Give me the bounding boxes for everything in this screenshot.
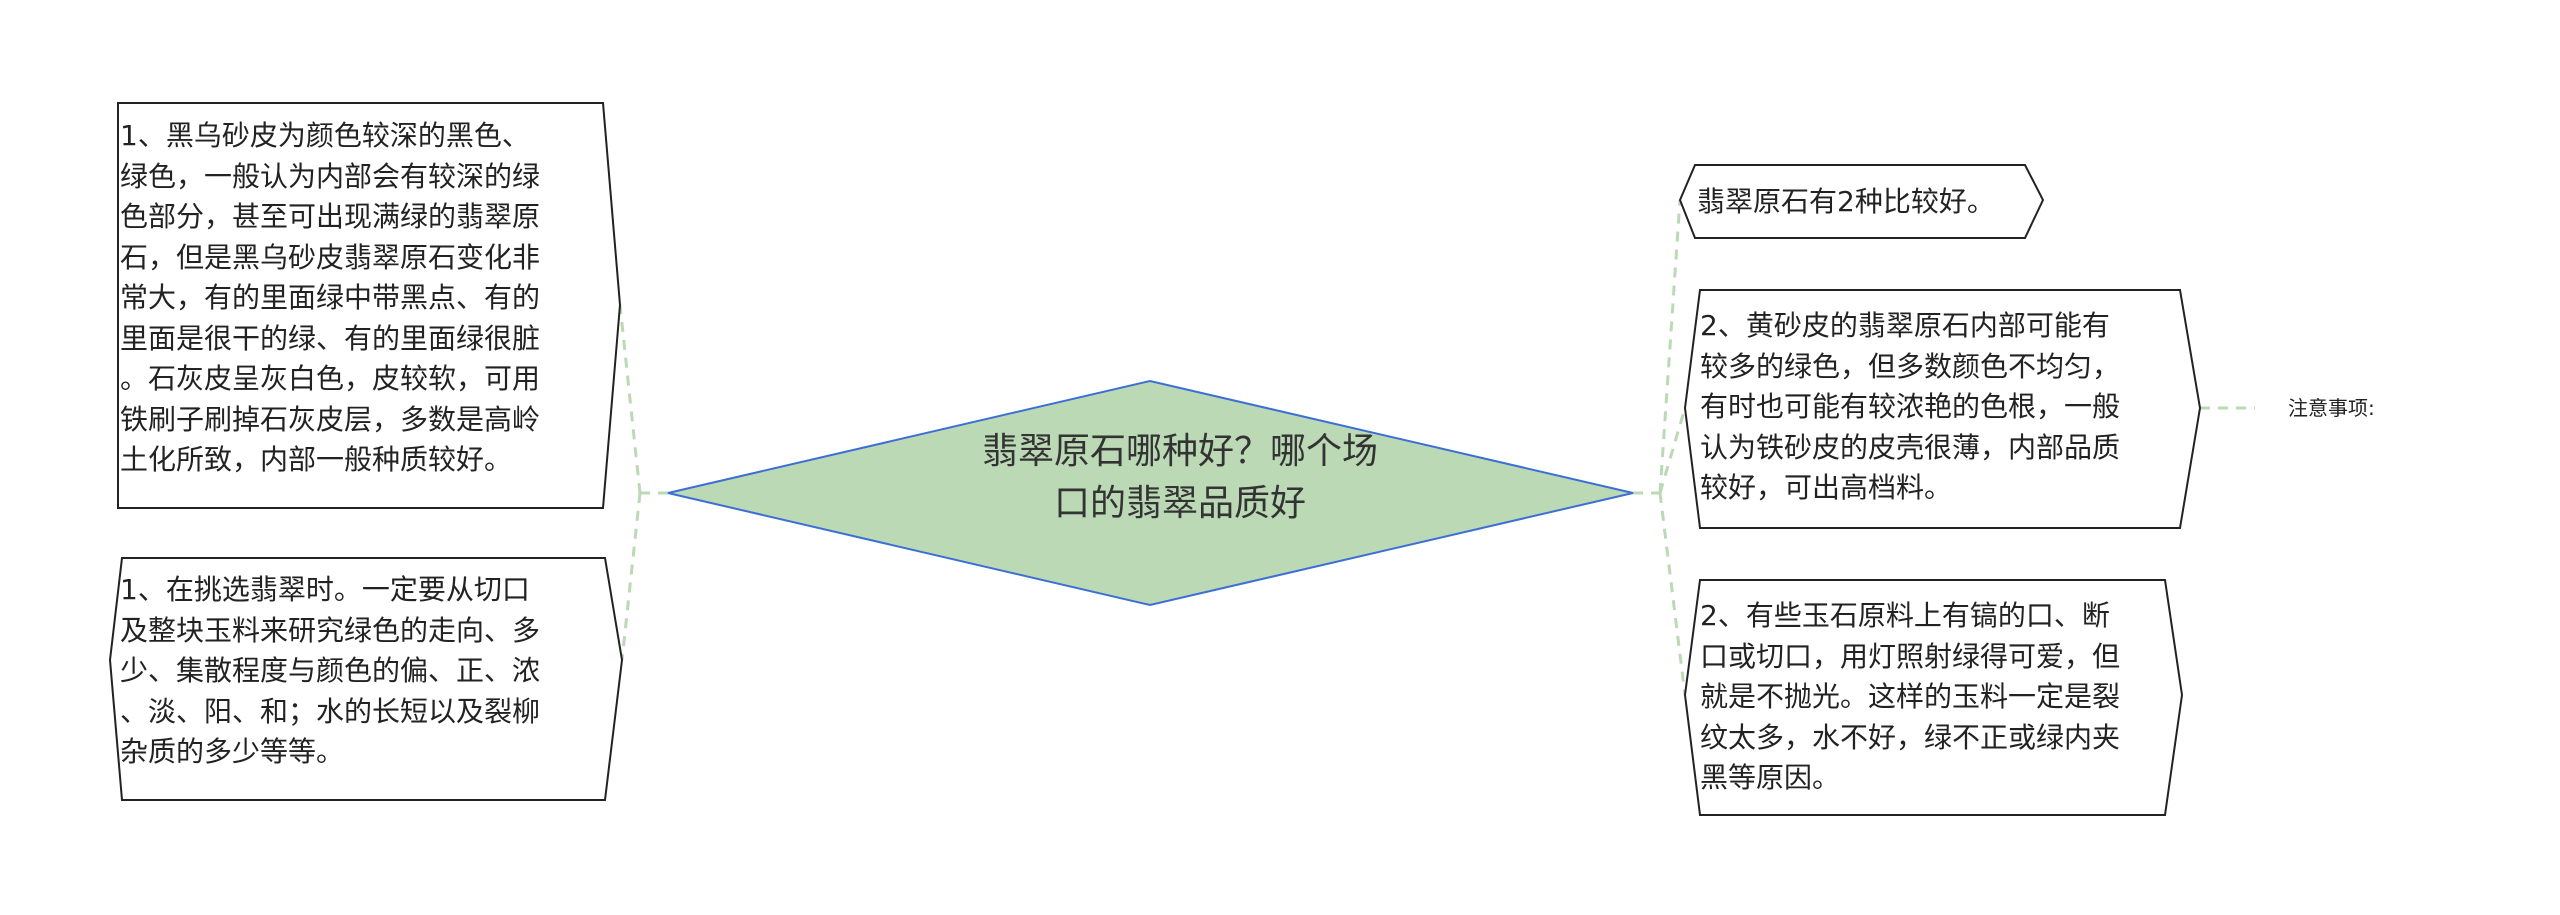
connector-right-2 — [1658, 407, 1687, 494]
right-node-2-shape — [1683, 289, 2202, 529]
connector-right-3 — [1658, 492, 1687, 696]
connector-left-1 — [618, 304, 642, 494]
connector-left-2 — [620, 492, 642, 661]
right-node-3-shape — [1683, 579, 2184, 816]
left-node-1-shape — [117, 102, 622, 509]
right-node-2-text: 2、黄砂皮的翡翠原石内部可能有 较多的绿色，但多数颜色不均匀， 有时也可能有较浓… — [1700, 309, 2121, 504]
right-node-1-shape — [1678, 164, 2045, 239]
left-node-1-text: 1、黑乌砂皮为颜色较深的黑色、 绿色，一般认为内部会有较深的绿 色部分，甚至可出… — [120, 119, 541, 476]
note-label: 注意事项: — [2288, 396, 2375, 420]
central-topic-shape — [667, 379, 1634, 607]
right-connectors — [1633, 199, 2255, 696]
left-connectors — [618, 304, 668, 661]
right-node-3-text: 2、有些玉石原料上有镐的口、断 口或切口，用灯照射绿得可爱，但 就是不抛光。这样… — [1700, 599, 2121, 794]
right-node-1-text: 翡翠原石有2种比较好。 — [1697, 185, 1995, 218]
left-node-2-shape — [108, 557, 624, 801]
left-node-2-text: 1、在挑选翡翠时。一定要从切口 及整块玉料来研究绿色的走向、多 少、集散程度与颜… — [120, 573, 541, 768]
central-topic-text: 翡翠原石哪种好？哪个场 口的翡翠品质好 — [981, 431, 1378, 524]
connector-right-1 — [1658, 199, 1682, 494]
